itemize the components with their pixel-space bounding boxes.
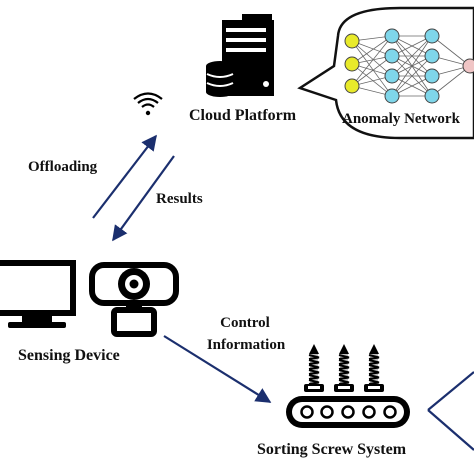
output-arrow-partial [427, 371, 474, 411]
network-edge [351, 35, 393, 87]
wifi-icon [133, 92, 163, 116]
network-node [344, 33, 360, 49]
network-node [384, 68, 400, 84]
control-arrow [163, 335, 272, 403]
network-edge [431, 35, 471, 67]
server-database-icon [206, 14, 274, 97]
sensing-device-label: Sensing Device [18, 347, 120, 364]
network-node [384, 88, 400, 104]
cloud-platform-label: Cloud Platform [189, 107, 297, 124]
network-node [462, 58, 474, 74]
network-node [344, 56, 360, 72]
network-edge [351, 40, 393, 77]
screw-icon [334, 344, 354, 392]
network-edge [351, 40, 393, 97]
network-node [424, 68, 440, 84]
network-edge [351, 63, 393, 97]
control-label-line1: Control [220, 315, 270, 331]
network-edge [391, 55, 433, 97]
network-edge [391, 35, 433, 77]
results-label: Results [156, 191, 203, 207]
monitor-icon [0, 260, 76, 328]
webcam-icon [89, 262, 179, 337]
network-edge [351, 35, 393, 65]
anomaly-network-label: Anomaly Network [342, 111, 460, 127]
sorting-screw-label: Sorting Screw System [257, 441, 407, 458]
network-node [424, 48, 440, 64]
screw-icon [364, 344, 384, 392]
network-node [424, 28, 440, 44]
offloading-arrow [92, 134, 157, 219]
control-label-line2: Information [206, 337, 286, 353]
screw-conveyor-icon [286, 344, 410, 428]
network-edge [391, 35, 433, 97]
results-arrow [112, 155, 175, 242]
network-node [384, 28, 400, 44]
network-node [344, 78, 360, 94]
network-node [424, 88, 440, 104]
offloading-label: Offloading [28, 159, 98, 175]
neural-network-icon [344, 28, 474, 104]
screw-icon [304, 344, 324, 392]
network-node [384, 48, 400, 64]
network-edge [351, 55, 393, 87]
output-arrow-partial-2 [427, 409, 474, 451]
network-edge [431, 65, 471, 97]
